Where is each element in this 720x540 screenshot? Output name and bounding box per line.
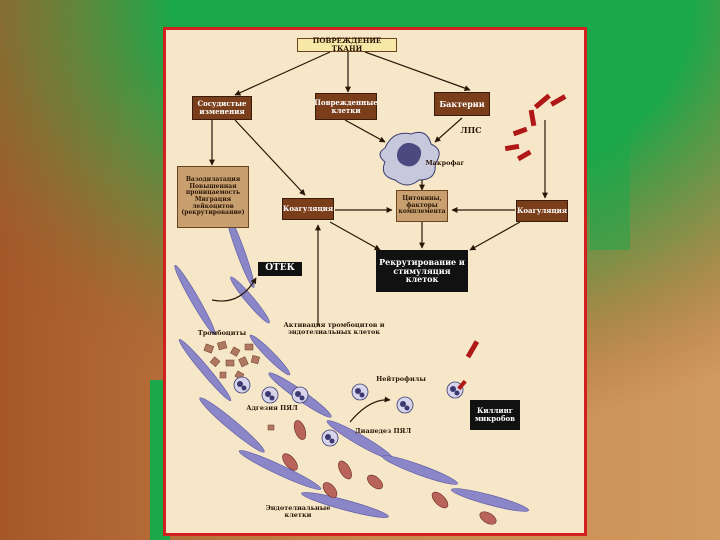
bacteria-rods: [457, 93, 567, 391]
node-killing: Киллинг микробов: [470, 400, 520, 430]
label-endothelial: Эндотелиальные клетки: [265, 504, 331, 520]
node-coagulation-left: Коагуляция: [282, 198, 334, 220]
macrophage-cell: [379, 131, 440, 186]
node-vasodilation: Вазодилатация Повышенная проницаемость М…: [177, 166, 249, 228]
platelets-cluster: [203, 340, 275, 431]
label-neutrophils: Нейтрофилы: [376, 375, 426, 383]
label-lps: ЛПС: [460, 125, 482, 135]
endothelial-cells-group: [174, 212, 529, 518]
node-bacteria: Бактерии: [434, 92, 490, 116]
label-platelets: Тромбоциты: [197, 329, 247, 337]
flow-arrows: [209, 51, 548, 423]
neutrophils-cells: [233, 376, 464, 447]
node-edema: ОТЕК: [258, 262, 302, 276]
node-tissue-damage: ПОВРЕЖДЕНИЕ ТКАНИ: [297, 37, 397, 52]
label-activation: Активация тромбоцитов и эндотелиальных к…: [283, 321, 385, 337]
node-damaged-cells: Поврежденные клетки: [314, 93, 378, 120]
label-diapedesis: Диапедез ПЯЛ: [354, 427, 412, 435]
red-blood-cells: [282, 420, 497, 525]
label-macrophage: Макрофаг: [425, 159, 465, 167]
node-vascular-changes: Сосудистые изменения: [192, 96, 252, 120]
node-coagulation-right: Коагуляция: [516, 200, 568, 222]
label-adhesion: Адгезия ПЯЛ: [246, 404, 298, 412]
node-recruitment: Рекрутирование и стимуляция клеток: [376, 250, 468, 292]
node-cytokines: Цитокины, факторы комплемента: [396, 190, 448, 222]
